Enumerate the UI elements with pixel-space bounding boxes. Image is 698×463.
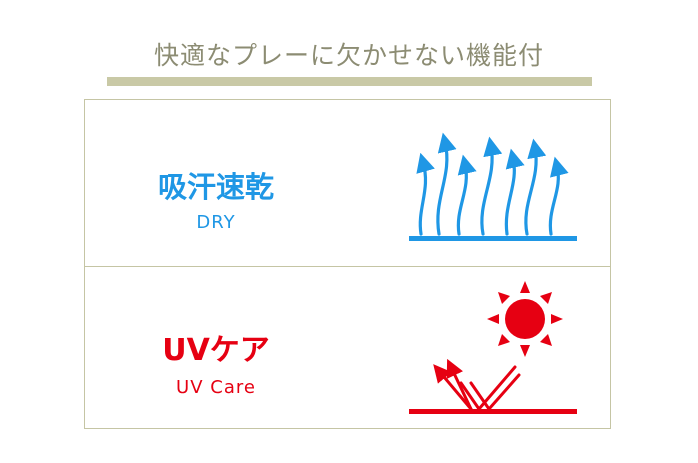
feature-label-uv: UVケア UV Care [85,325,347,398]
sun-reflection-icon [409,281,577,414]
feature-panel: 吸汗速乾 DRY UVケア UV Care [84,99,611,429]
heading-underline [107,77,592,86]
feature-label-dry: 吸汗速乾 DRY [85,164,347,233]
feature-dry: 吸汗速乾 DRY [85,100,610,266]
feature-title-uv: UVケア [162,333,270,368]
feature-subtitle-uv: UV Care [176,377,256,398]
feature-uv: UVケア UV Care [85,267,610,428]
panel-divider [85,266,610,267]
feature-subtitle-dry: DRY [196,212,236,233]
section-heading: 快適なプレーに欠かせない機能付 [153,41,544,70]
sweat-wicking-arrows-icon [409,132,577,241]
feature-title-dry: 吸汗速乾 [157,170,274,204]
